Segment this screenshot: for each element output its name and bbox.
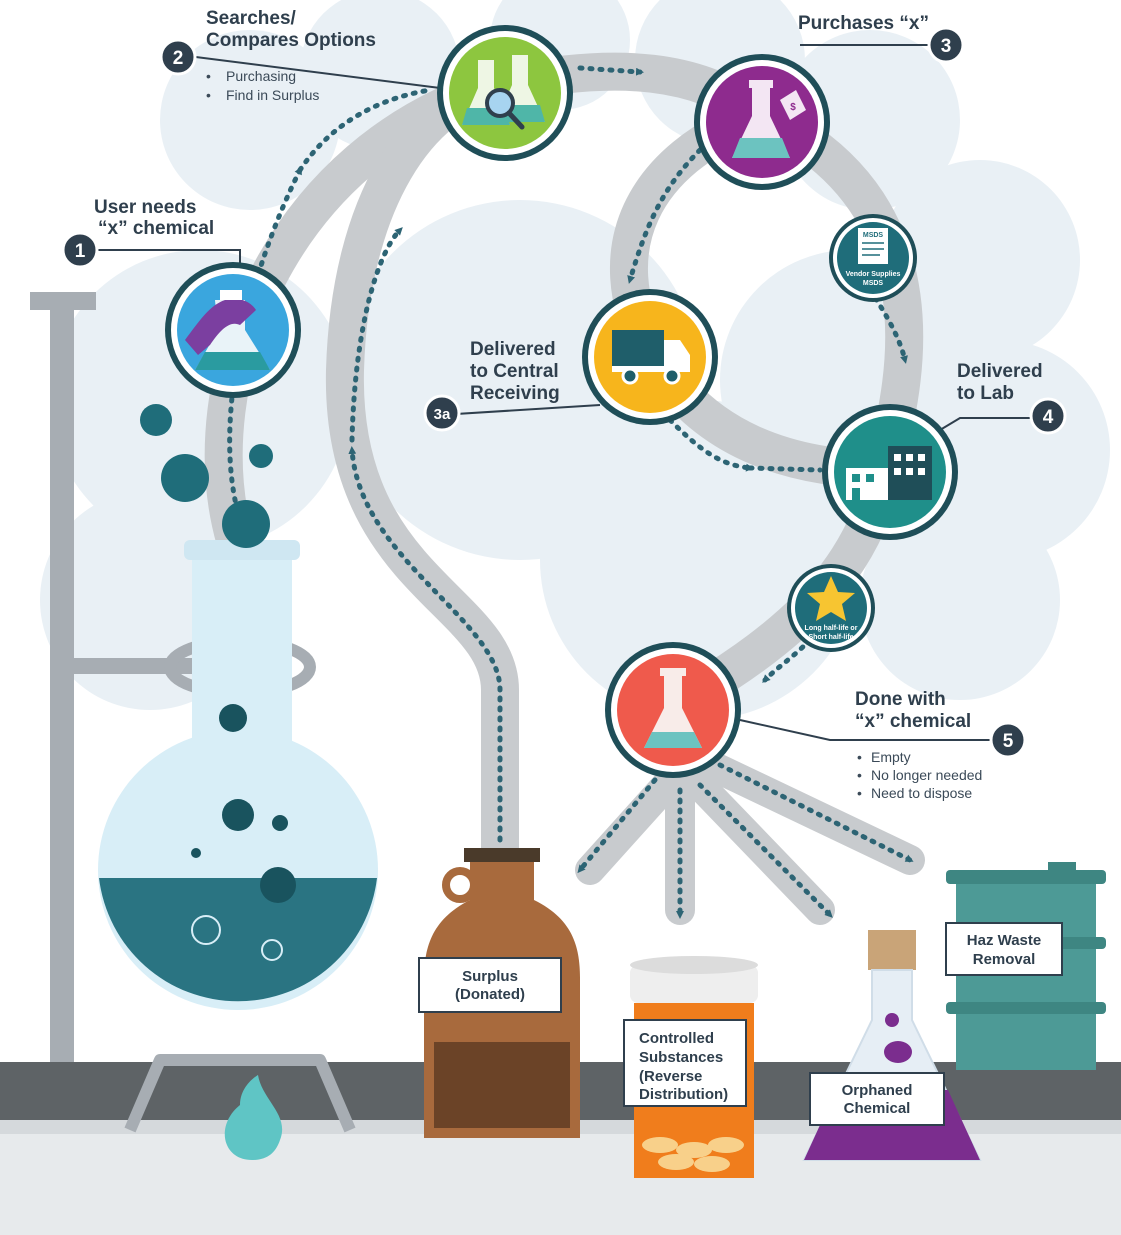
controlled-label-line4: Distribution) xyxy=(639,1086,728,1103)
step-5-bullet-3: Need to dispose xyxy=(871,785,972,801)
svg-text:•: • xyxy=(857,785,862,801)
msds-document-icon xyxy=(858,228,888,264)
msds-doc-title: MSDS xyxy=(863,232,884,239)
bubbles xyxy=(140,404,273,548)
orphaned-label-line1: Orphaned xyxy=(842,1082,913,1099)
number-badges: 1 2 3 3a 4 5 xyxy=(61,26,1067,759)
half-life-caption-line1: Long half-life or xyxy=(805,625,858,632)
step-2-bullet-1: Purchasing xyxy=(226,68,296,84)
svg-text:to Lab: to Lab xyxy=(957,383,1014,404)
svg-text:•: • xyxy=(857,749,862,765)
step-5-bullet-2: No longer needed xyxy=(871,767,982,783)
controlled-label-line1: Controlled xyxy=(639,1030,714,1047)
svg-text:•: • xyxy=(857,767,862,783)
step-1-label: User needs “x” chemical xyxy=(94,197,214,239)
svg-text:5: 5 xyxy=(1003,731,1014,752)
step-5-number: 5 xyxy=(989,721,1027,759)
svg-text:4: 4 xyxy=(1043,407,1054,428)
svg-text:Done with: Done with xyxy=(855,689,946,710)
msds-caption-line2: MSDS xyxy=(863,280,884,287)
flow-arrows xyxy=(227,65,914,919)
surplus-label-line1: Surplus xyxy=(462,968,518,985)
controlled-label-line3: (Reverse xyxy=(639,1068,702,1085)
svg-text:Compares Options: Compares Options xyxy=(206,30,376,51)
svg-text:3: 3 xyxy=(941,36,952,57)
burner-stand xyxy=(124,1054,356,1133)
step-3-node: $ xyxy=(694,54,830,190)
haz-waste-label-line1: Haz Waste xyxy=(967,932,1041,949)
controlled-substances-label: Controlled Substances (Reverse Distribut… xyxy=(623,1019,747,1107)
lab-counter xyxy=(0,1062,1121,1235)
svg-text:1: 1 xyxy=(75,241,86,262)
truck-icon xyxy=(612,330,690,385)
msds-badge: MSDS Vendor Supplies MSDS xyxy=(829,214,917,302)
step-5-bullet-1: Empty xyxy=(871,749,911,765)
star-icon xyxy=(807,576,855,621)
svg-text:•: • xyxy=(206,68,211,84)
step-2-number: 2 xyxy=(159,38,197,76)
surplus-label: Surplus (Donated) xyxy=(418,957,562,1013)
step-2-label: Searches/ Compares Options • Purchasing •… xyxy=(206,8,376,103)
haz-waste-label-line2: Removal xyxy=(973,951,1036,968)
orphaned-label-line2: Chemical xyxy=(844,1100,911,1117)
controlled-label-line2: Substances xyxy=(639,1049,723,1066)
orphaned-label: Orphaned Chemical xyxy=(809,1072,945,1126)
flasks-magnifier-icon xyxy=(462,55,545,130)
flame-icon xyxy=(224,1075,283,1160)
svg-text:Searches/: Searches/ xyxy=(206,8,297,29)
svg-text:User needs: User needs xyxy=(94,197,196,218)
flask-price-tag-icon: $ xyxy=(732,80,806,158)
step-2-bullet-2: Find in Surplus xyxy=(226,87,319,103)
step-3a-number: 3a xyxy=(423,394,461,432)
msds-caption-line1: Vendor Supplies xyxy=(846,271,901,278)
flask-icon xyxy=(644,668,702,748)
surplus-label-line2: (Donated) xyxy=(455,986,525,1003)
haz-waste-label: Haz Waste Removal xyxy=(945,922,1063,976)
step-4-number: 4 xyxy=(1029,397,1067,435)
svg-text:Delivered: Delivered xyxy=(957,361,1043,382)
step-2-node xyxy=(437,25,573,161)
step-3-label: Purchases “x” xyxy=(798,13,929,34)
buildings-icon xyxy=(846,446,932,500)
step-3a-node xyxy=(582,289,718,425)
svg-text:3a: 3a xyxy=(434,406,451,423)
svg-text:2: 2 xyxy=(173,48,184,69)
step-4-label: Delivered to Lab xyxy=(957,361,1043,404)
round-flask xyxy=(98,540,378,1010)
svg-text:$: $ xyxy=(790,102,796,113)
svg-text:•: • xyxy=(206,87,211,103)
leader-lines xyxy=(86,44,1030,741)
step-3a-label: Delivered to Central Receiving xyxy=(470,339,560,404)
svg-text:Receiving: Receiving xyxy=(470,383,560,404)
step-1-number: 1 xyxy=(61,231,99,269)
svg-text:“x” chemical: “x” chemical xyxy=(98,218,214,239)
step-5-node xyxy=(605,642,741,778)
svg-text:Delivered: Delivered xyxy=(470,339,556,360)
step-3-number: 3 xyxy=(927,26,965,64)
step-5-label: Done with “x” chemical • Empty • No longer… xyxy=(855,689,982,801)
svg-text:“x” chemical: “x” chemical xyxy=(855,711,971,732)
step-1-node xyxy=(165,262,301,398)
hand-flask-icon xyxy=(185,290,270,370)
svg-text:Purchases “x”: Purchases “x” xyxy=(798,13,929,34)
half-life-badge: Long half-life or Short half-life xyxy=(787,564,875,652)
svg-text:to Central: to Central xyxy=(470,361,559,382)
half-life-caption-line2: Short half-life xyxy=(808,634,853,641)
step-4-node xyxy=(822,404,958,540)
